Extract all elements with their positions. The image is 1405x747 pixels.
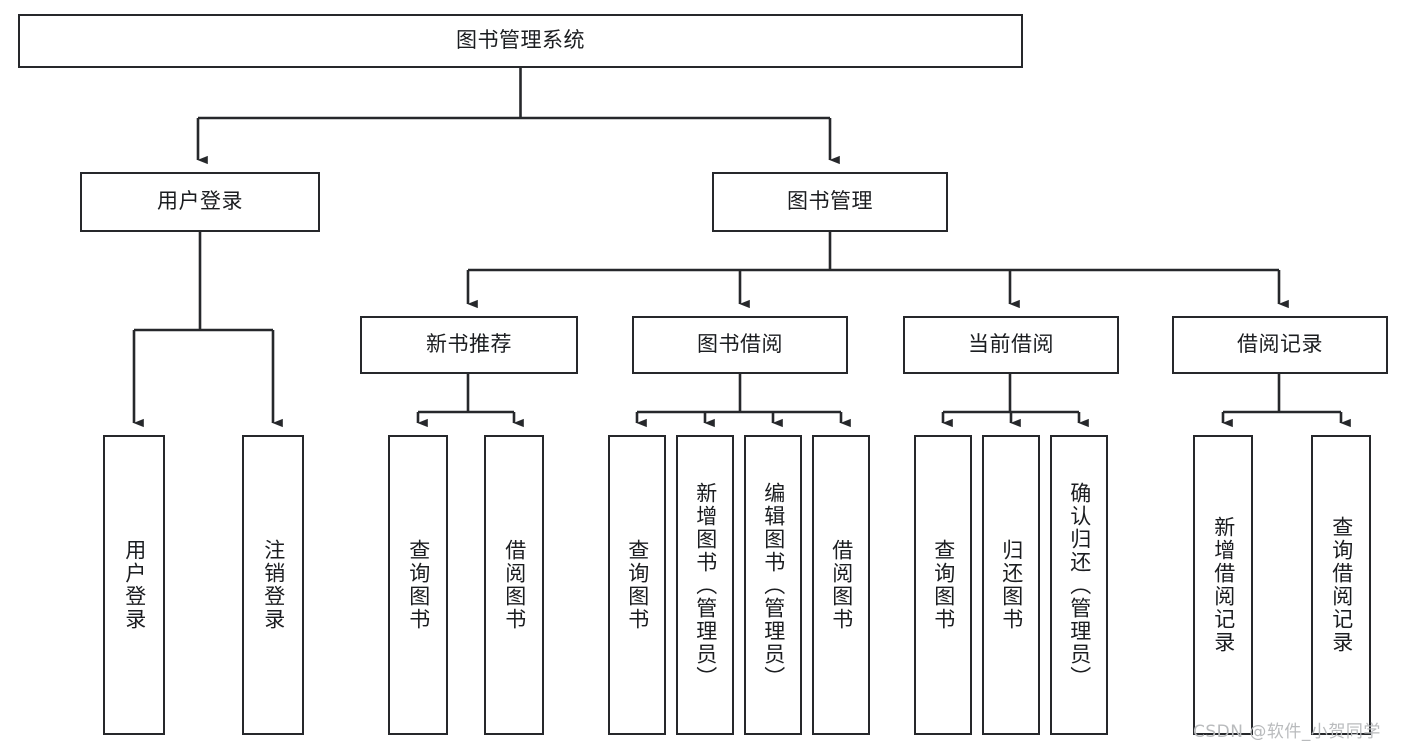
- node-current-borrow[interactable]: 当前借阅: [903, 316, 1119, 374]
- leaf-newbook-borrow-book[interactable]: 借阅图书: [484, 435, 544, 735]
- leaf-return-book-label: 归还图书: [999, 539, 1024, 631]
- leaf-add-borrow-record[interactable]: 新增借阅记录: [1193, 435, 1253, 735]
- node-book-management-label: 图书管理: [787, 189, 873, 214]
- leaf-logout[interactable]: 注销登录: [242, 435, 304, 735]
- leaf-borrow-query-book-label: 查询图书: [625, 539, 650, 631]
- leaf-current-query-book-label: 查询图书: [931, 539, 956, 631]
- leaf-add-book-admin-label: 新增图书（管理员）: [693, 481, 718, 689]
- leaf-edit-book-admin-label: 编辑图书（管理员）: [761, 481, 786, 689]
- leaf-confirm-return-admin[interactable]: 确认归还（管理员）: [1050, 435, 1108, 735]
- leaf-query-borrow-record[interactable]: 查询借阅记录: [1311, 435, 1371, 735]
- leaf-user-login[interactable]: 用户登录: [103, 435, 165, 735]
- leaf-borrow-book-label: 借阅图书: [829, 539, 854, 631]
- leaf-return-book[interactable]: 归还图书: [982, 435, 1040, 735]
- node-book-borrow-label: 图书借阅: [697, 332, 783, 357]
- leaf-newbook-borrow-book-label: 借阅图书: [502, 539, 527, 631]
- leaf-add-borrow-record-label: 新增借阅记录: [1211, 516, 1236, 654]
- leaf-current-query-book[interactable]: 查询图书: [914, 435, 972, 735]
- node-book-management[interactable]: 图书管理: [712, 172, 948, 232]
- node-user-login[interactable]: 用户登录: [80, 172, 320, 232]
- node-borrow-records-label: 借阅记录: [1237, 332, 1323, 357]
- node-root-label: 图书管理系统: [456, 28, 585, 53]
- leaf-newbook-query-book[interactable]: 查询图书: [388, 435, 448, 735]
- node-new-book-recommend-label: 新书推荐: [426, 332, 512, 357]
- node-book-borrow[interactable]: 图书借阅: [632, 316, 848, 374]
- leaf-logout-label: 注销登录: [261, 539, 286, 631]
- leaf-add-book-admin[interactable]: 新增图书（管理员）: [676, 435, 734, 735]
- node-root[interactable]: 图书管理系统: [18, 14, 1023, 68]
- node-current-borrow-label: 当前借阅: [968, 332, 1054, 357]
- leaf-confirm-return-admin-label: 确认归还（管理员）: [1067, 481, 1092, 689]
- leaf-edit-book-admin[interactable]: 编辑图书（管理员）: [744, 435, 802, 735]
- leaf-user-login-label: 用户登录: [122, 539, 147, 631]
- leaf-borrow-book[interactable]: 借阅图书: [812, 435, 870, 735]
- node-user-login-label: 用户登录: [157, 189, 243, 214]
- node-new-book-recommend[interactable]: 新书推荐: [360, 316, 578, 374]
- leaf-borrow-query-book[interactable]: 查询图书: [608, 435, 666, 735]
- leaf-query-borrow-record-label: 查询借阅记录: [1329, 516, 1354, 654]
- leaf-newbook-query-book-label: 查询图书: [406, 539, 431, 631]
- node-borrow-records[interactable]: 借阅记录: [1172, 316, 1388, 374]
